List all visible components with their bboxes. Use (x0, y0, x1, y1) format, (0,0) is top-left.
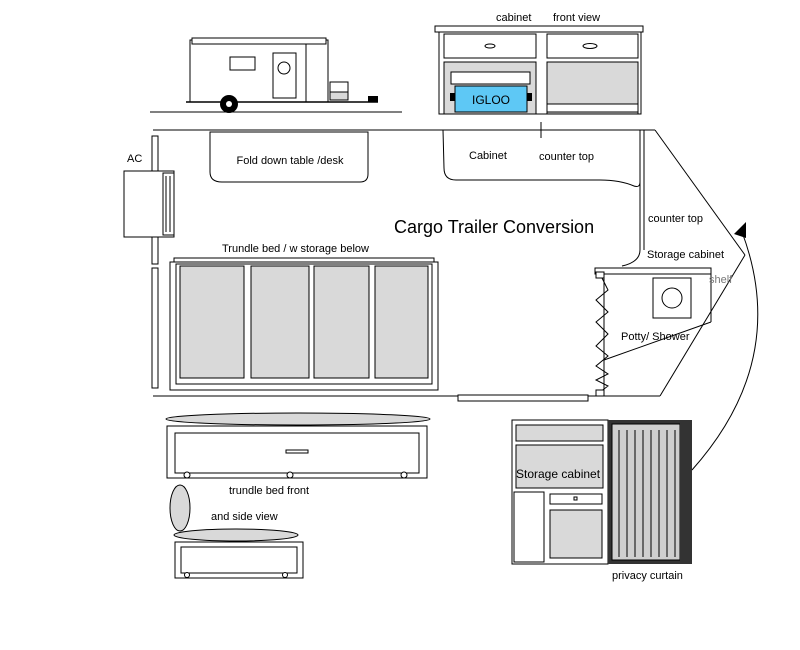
trailer-side-view (150, 37, 402, 113)
bed-panel (250, 265, 310, 379)
bed-panel (313, 265, 370, 379)
potty-shower-label: Potty/ Shower (621, 331, 690, 343)
igloo-label: IGLOO (472, 93, 510, 107)
shelf-label: shelf (709, 274, 733, 286)
storage-cabinet-view: Storage cabinet privacy curtain (511, 419, 692, 582)
bed-panel (374, 265, 429, 379)
ac-label: AC (127, 153, 142, 165)
cabinet-label: Cabinet (469, 150, 507, 162)
storage-cabinet-2-label: Storage cabinet (516, 467, 601, 481)
trundle-bed-front-view: trundle bed front (165, 412, 431, 497)
side-view-label: and side view (211, 511, 278, 523)
igloo-cooler (454, 85, 528, 113)
counter-top-2-label: counter top (648, 213, 703, 225)
trundle-bed-front-label: trundle bed front (229, 485, 309, 497)
privacy-curtain-label: privacy curtain (612, 570, 683, 582)
diagram-title: Cargo Trailer Conversion (394, 217, 594, 237)
fold-down-table-label: Fold down table /desk (236, 155, 344, 167)
front-view-heading: front view (553, 12, 600, 24)
cabinet-front-view: cabinet front view IGLOO (434, 12, 644, 115)
storage-cabinet-label: Storage cabinet (647, 249, 724, 261)
cabinet-heading: cabinet (496, 12, 531, 24)
counter-top-label: counter top (539, 151, 594, 163)
floor-plan: AC Fold down table /desk Cabinet counter… (123, 122, 746, 402)
bed-panel (179, 265, 245, 379)
trundle-bed-side-view: and side view (169, 484, 304, 579)
curved-arrow (691, 222, 759, 471)
trundle-bed-storage-label: Trundle bed / w storage below (222, 243, 369, 255)
